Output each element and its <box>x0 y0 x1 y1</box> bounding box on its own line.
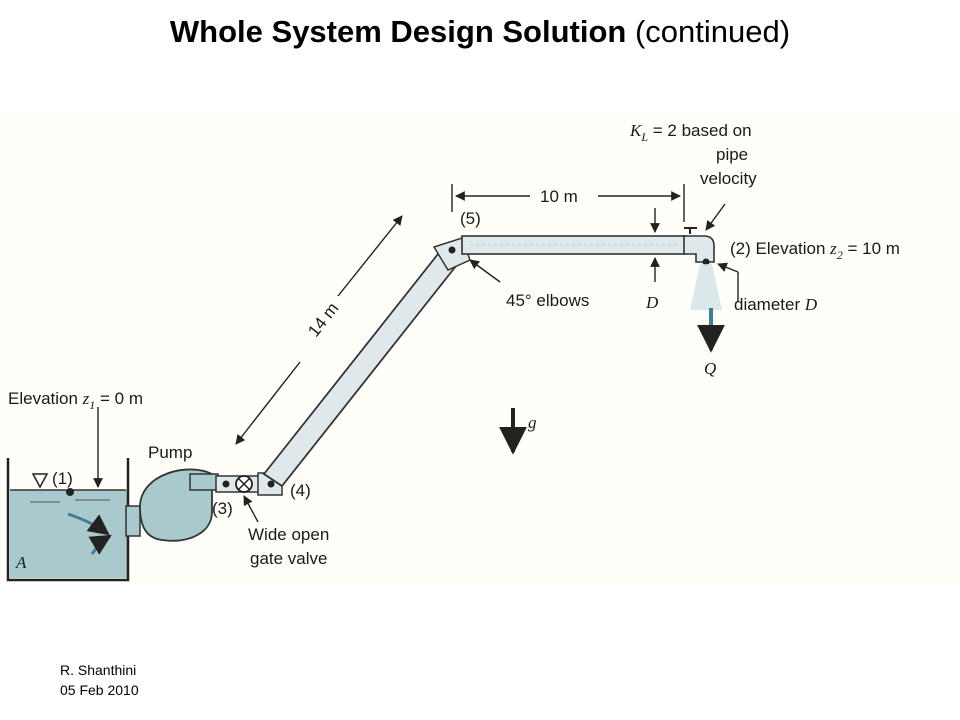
valve-label-line1: Wide open <box>248 525 329 544</box>
point-5-label: (5) <box>460 209 481 228</box>
point-4-label: (4) <box>290 481 311 500</box>
tank-a-label: A <box>15 553 27 572</box>
point-1-dot <box>66 488 74 496</box>
diameter-text: diameter <box>734 295 805 314</box>
title-main: Whole System Design Solution <box>169 14 627 49</box>
point-2-dot <box>702 258 710 266</box>
pump-label: Pump <box>148 443 192 462</box>
z1-value: = 0 m <box>95 389 143 408</box>
kl-subscript: L <box>640 130 648 144</box>
z1-subscript: 1 <box>89 398 95 412</box>
slide-title: Whole System Design Solution (continued) <box>0 14 960 50</box>
dimension-lines <box>93 184 739 523</box>
flow-arrow-icon <box>88 534 112 555</box>
diagram-svg: KL = 2 based on pipe velocity 10 m 14 m … <box>0 112 960 582</box>
point-1-label: (1) <box>52 469 73 488</box>
pump-system-diagram: KL = 2 based on pipe velocity 10 m 14 m … <box>0 112 960 582</box>
inclined-pipe <box>262 237 471 488</box>
kl-label-line2: pipe <box>716 145 748 164</box>
diameter-d-symbol: D <box>804 295 818 314</box>
footer: R. Shanthini 05 Feb 2010 <box>60 660 139 700</box>
free-surface-icon <box>31 473 49 489</box>
footer-author: R. Shanthini <box>60 662 137 678</box>
pump-outlet <box>189 473 219 491</box>
pump <box>125 468 219 542</box>
point-4-dot <box>267 480 275 488</box>
elevation-1-text: Elevation <box>8 389 83 408</box>
outlet-nozzle <box>683 235 715 263</box>
diameter-label: diameter D <box>734 295 818 314</box>
z2-subscript: 2 <box>837 248 843 262</box>
tank-water <box>10 490 127 578</box>
z2-symbol: z <box>829 239 837 258</box>
valve-label-line2: gate valve <box>250 549 328 568</box>
top-pipe <box>461 227 725 353</box>
kl-symbol: K <box>629 121 643 140</box>
elbows-label: 45° elbows <box>506 291 589 310</box>
gravity-label: g <box>528 413 537 432</box>
point-2-text: (2) Elevation <box>730 239 830 258</box>
point-3-label: (3) <box>212 499 233 518</box>
point-3-dot <box>222 480 230 488</box>
kl-label-line3: velocity <box>700 169 757 188</box>
z2-value: = 10 m <box>843 239 900 258</box>
title-sub: (continued) <box>634 14 791 49</box>
footer-date: 05 Feb 2010 <box>60 682 139 698</box>
dimension-10m-label: 10 m <box>540 187 578 206</box>
kl-rest: = 2 based on <box>648 121 752 140</box>
z1-symbol: z <box>82 389 90 408</box>
water-jet <box>690 264 722 310</box>
flow-arrow-icon <box>67 512 110 536</box>
pipe-d-label: D <box>645 293 659 312</box>
elevation-1-label: Elevation z1 = 0 m <box>8 389 143 412</box>
reservoir-tank <box>6 458 130 582</box>
point-2-label: (2) Elevation z2 = 10 m <box>730 239 900 262</box>
flow-q-label: Q <box>704 359 716 378</box>
point-5-dot <box>448 246 456 254</box>
kl-label-line1: KL = 2 based on <box>629 121 752 144</box>
